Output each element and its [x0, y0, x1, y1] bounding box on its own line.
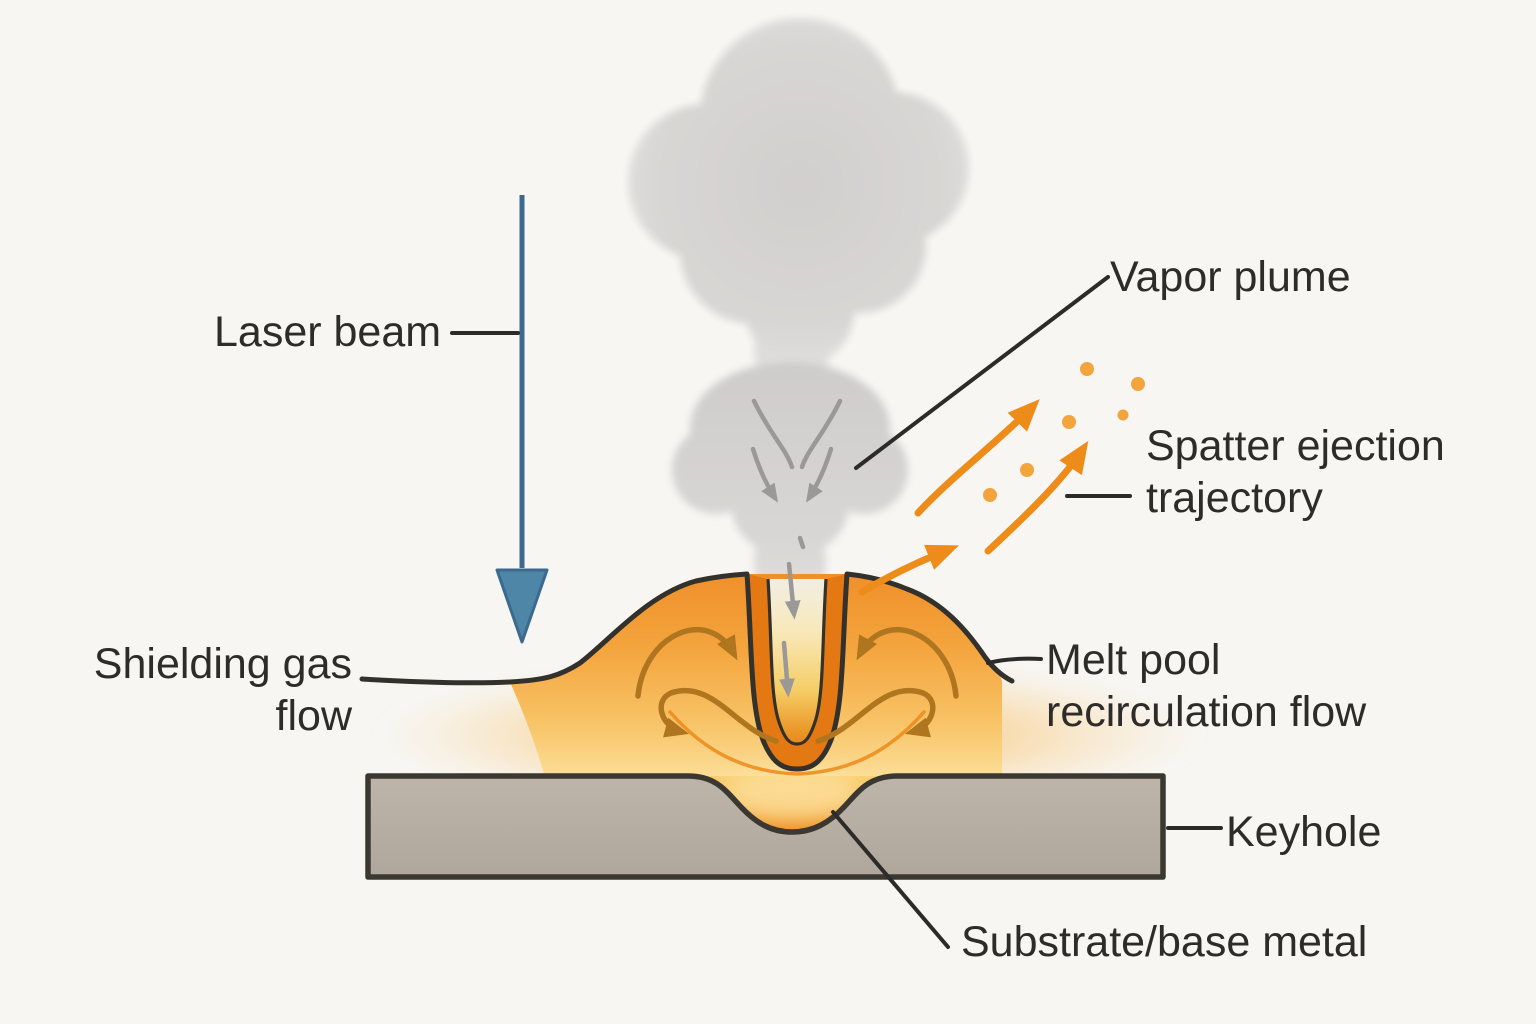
laser-beam-arrowhead [495, 568, 549, 644]
vapor-streamline-right [799, 398, 843, 470]
vapor-hook-arrow-right [805, 446, 834, 503]
melt-pool-outline [359, 571, 1015, 772]
recirculation-arrow-left-lower [658, 688, 779, 744]
spatter-dot [1062, 415, 1076, 429]
melt-pool-label: Melt pool recirculation flow [1046, 634, 1366, 738]
vapor-plume-leader [854, 275, 1110, 470]
spatter-dot [1117, 409, 1129, 421]
vapor-down-arrow-2 [779, 640, 795, 698]
vapor-plume-label: Vapor plume [1110, 253, 1351, 301]
vapor-streamline-left [751, 398, 795, 470]
shielding-gas-label-line2: flow [275, 692, 352, 740]
recirculation-arrow-right-upper [856, 627, 959, 699]
laser-beam-label: Laser beam [214, 308, 442, 356]
substrate-plate [365, 773, 1166, 880]
spatter-arrow-long [914, 399, 1040, 517]
spatter-dot [1131, 377, 1145, 391]
vapor-hook-arrow-left [750, 446, 779, 503]
recirculation-arrows [635, 627, 959, 744]
vapor-flow-arrows [750, 398, 843, 698]
vapor-dash [797, 535, 806, 550]
spatter-dots [983, 362, 1145, 502]
substrate-label: Substrate/base metal [961, 918, 1368, 966]
shielding-gas-label-line1: Shielding gas [93, 640, 352, 688]
recirculation-arrow-right-lower [815, 688, 936, 744]
melt-accent-line [668, 710, 926, 776]
recirculation-arrow-left-upper [635, 627, 738, 699]
spatter-dot [983, 488, 997, 502]
keyhole-inner-outline [766, 578, 828, 746]
melt-pool-label-line2: recirculation flow [1046, 688, 1367, 736]
leader-lines [450, 275, 1223, 949]
melt-pool-leader [986, 656, 1043, 665]
melt-pool-label-line1: Melt pool [1046, 636, 1221, 684]
vapor-plume-cloud [628, 18, 969, 390]
shielding-gas-label: Shielding gas flow [60, 638, 352, 742]
substrate-leader [831, 810, 950, 949]
spatter-dot [1020, 463, 1034, 477]
keyhole-label: Keyhole [1226, 808, 1382, 856]
spatter-arrows [858, 399, 1089, 596]
spatter-label-line1: Spatter ejection [1146, 422, 1445, 470]
keyhole-walls [747, 574, 847, 769]
spatter-label-line2: trajectory [1146, 474, 1323, 522]
spatter-ejection-label: Spatter ejection trajectory [1146, 420, 1445, 524]
keyhole-channel [768, 579, 826, 744]
spatter-arrow-short [858, 544, 959, 596]
depression-highlight [720, 768, 864, 820]
laser-beam-arrow [495, 195, 549, 644]
spatter-arrow-mid [984, 440, 1089, 555]
spatter-dot [1080, 362, 1094, 376]
vapor-down-arrow-1 [784, 561, 801, 620]
